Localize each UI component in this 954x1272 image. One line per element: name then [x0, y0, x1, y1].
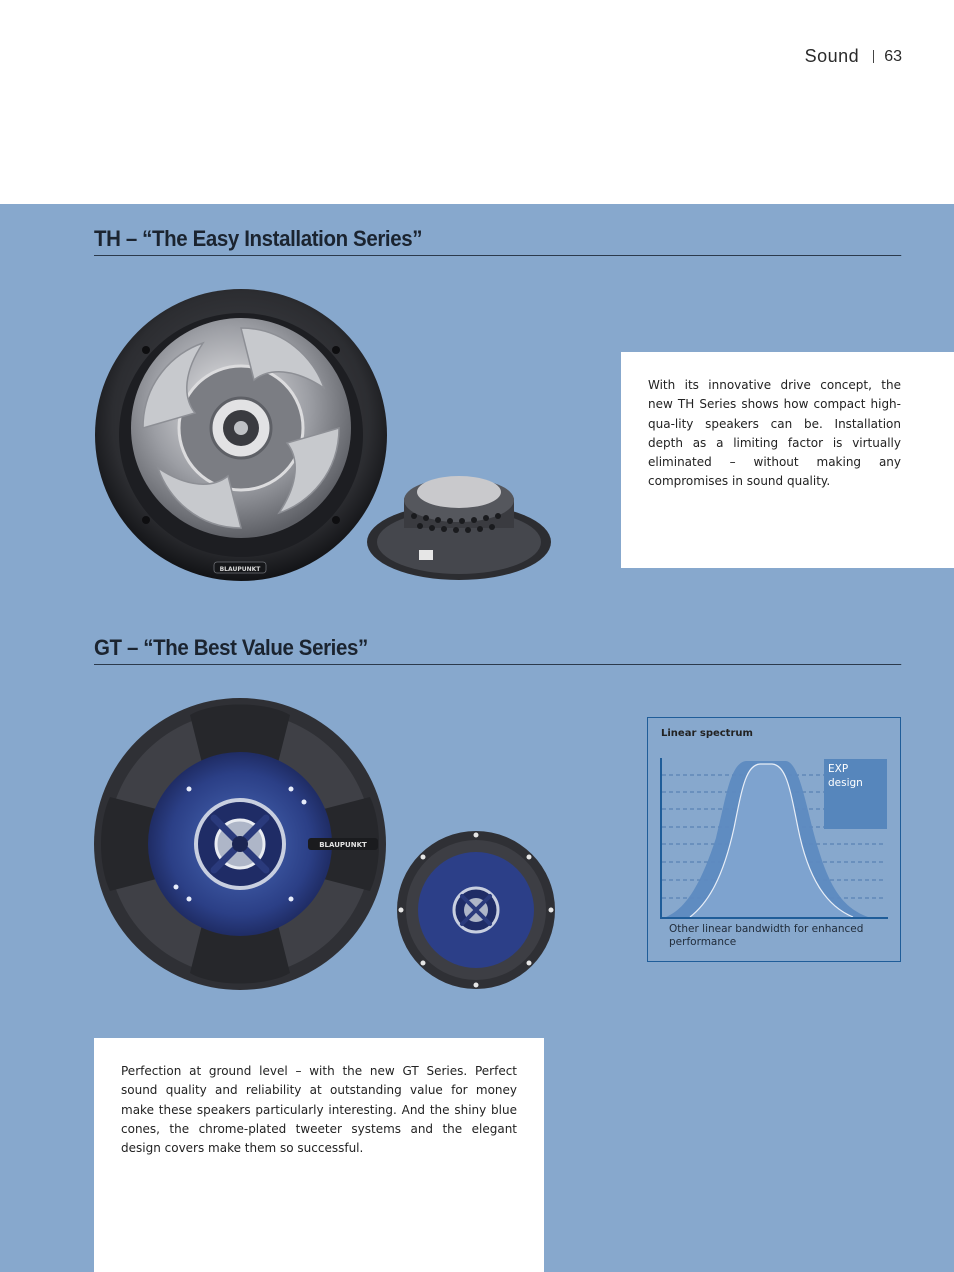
page-header: Sound 63: [805, 46, 902, 67]
gt-series-heading: GT – “The Best Value Series”: [94, 635, 902, 665]
diagram-title: Linear spectrum: [661, 728, 753, 739]
th-description-box: With its innovative drive concept, the n…: [621, 352, 954, 568]
linear-spectrum-diagram: Linear spectrum EXP design Other linear …: [647, 717, 901, 962]
th-description-text: With its innovative drive concept, the n…: [648, 378, 901, 489]
th-speaker-large-image: BLAUPUNKT: [95, 289, 387, 581]
gt-description-text: Perfection at ground level – with the ne…: [121, 1064, 517, 1156]
exp-label-line1: EXP: [828, 763, 849, 775]
exp-design-label: EXP design: [824, 759, 887, 829]
gt-speaker-small-image: [397, 831, 555, 989]
other-bandwidth-curve: [689, 763, 854, 918]
gt-description-box: Perfection at ground level – with the ne…: [94, 1038, 544, 1272]
diagram-caption: Other linear bandwidth for enhanced perf…: [669, 923, 864, 948]
th-speaker-small-image: [367, 476, 551, 580]
header-divider: [873, 50, 875, 63]
spectrum-graphic: [660, 758, 888, 919]
section-name: Sound: [804, 46, 860, 66]
gt-speaker-large-image: BLAUPUNKT: [94, 698, 386, 990]
page-number: 63: [884, 47, 902, 65]
th-brand-badge: BLAUPUNKT: [220, 566, 262, 573]
th-series-heading: TH – “The Easy Installation Series”: [94, 226, 902, 256]
gt-brand-badge: BLAUPUNKT: [319, 841, 367, 849]
exp-label-line2: design: [828, 777, 863, 789]
